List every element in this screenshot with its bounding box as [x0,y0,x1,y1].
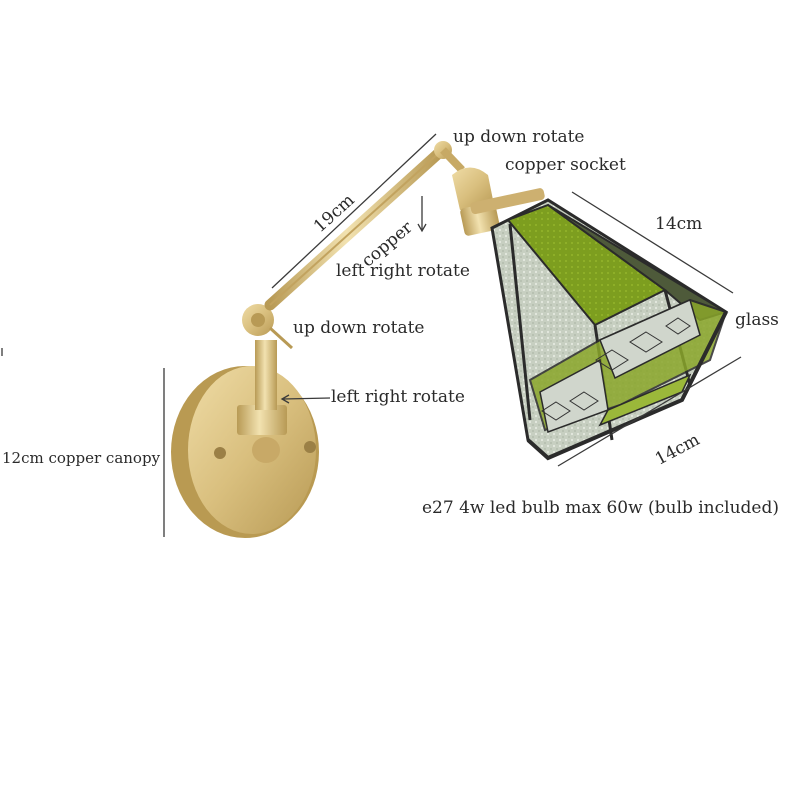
label-canopy: 12cm copper canopy [2,449,161,467]
label-bulb: e27 4w led bulb max 60w (bulb included) [422,498,779,518]
label-up-down-rotate-top: up down rotate [453,127,585,147]
dimension-lines [1,133,742,537]
label-shade-top-width: 14cm [655,214,703,234]
glass-shade [490,198,729,461]
lower-swivel [237,304,294,435]
label-left-right-rotate-upper: left right rotate [336,261,470,281]
wall-canopy [171,366,319,538]
label-glass: glass [735,310,779,330]
label-left-right-rotate-lower: left right rotate [331,387,465,407]
copper-socket [452,167,545,236]
arm [264,141,465,311]
label-copper-socket: copper socket [505,155,626,175]
label-up-down-rotate-joint: up down rotate [293,318,425,338]
